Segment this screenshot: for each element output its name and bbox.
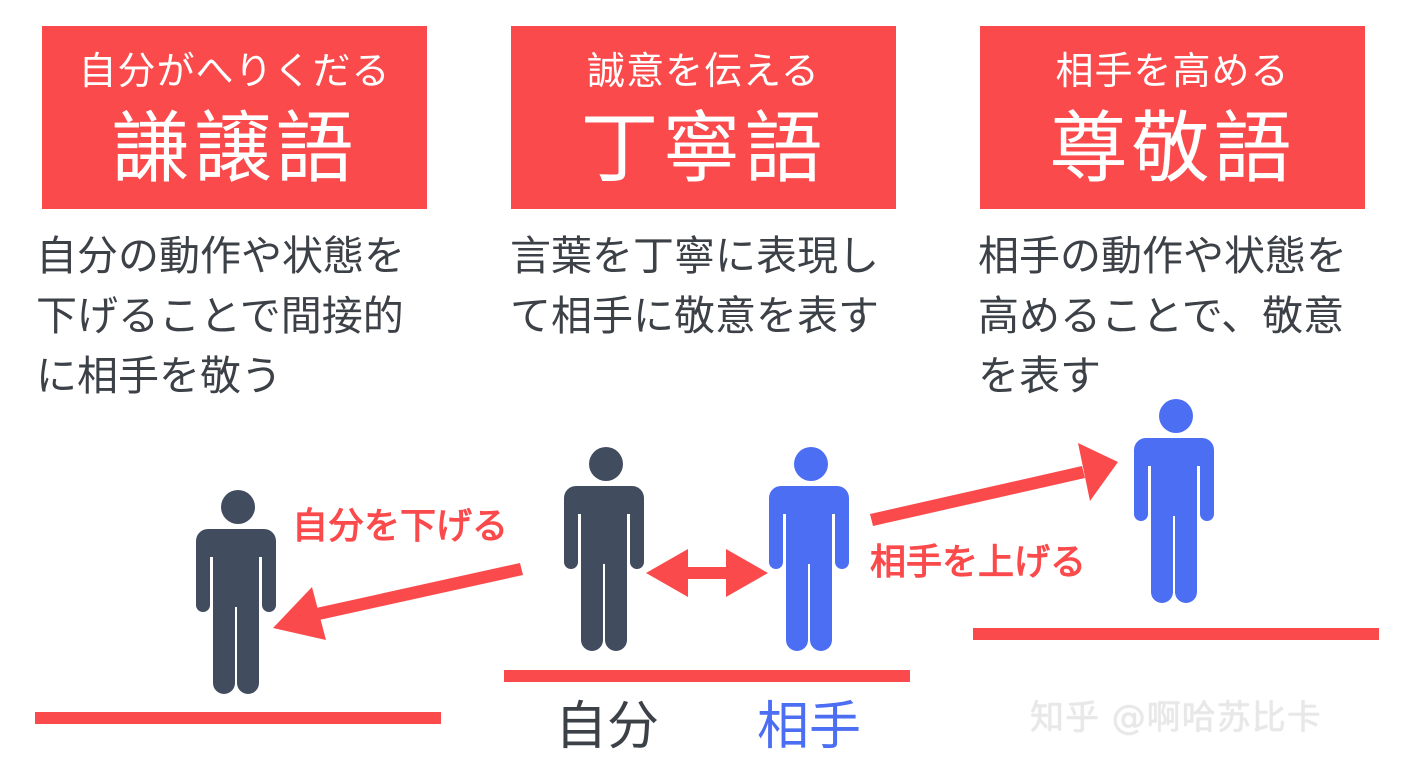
description-line: 自分の動作や状態を (36, 232, 405, 280)
description-line: 相手の動作や状態を (978, 232, 1347, 280)
description-teineigo: 言葉を丁寧に表現し て相手に敬意を表す (510, 226, 879, 346)
double-arrow-icon (646, 549, 768, 597)
header-subtitle: 自分がへりくだる (78, 49, 391, 93)
header-title: 謙譲語 (111, 104, 358, 194)
description-kenjougo: 自分の動作や状態を 下げることで間接的 に相手を敬う (36, 226, 405, 406)
person-icon (196, 490, 276, 694)
header-title: 丁寧語 (580, 104, 827, 194)
description-line: て相手に敬意を表す (510, 292, 879, 340)
header-kenjougo: 自分がへりくだる 謙譲語 (42, 26, 427, 209)
header-subtitle: 相手を高める (1055, 49, 1290, 93)
floor-raised (973, 628, 1379, 640)
description-line: を表す (978, 352, 1101, 400)
lower-arrow-icon (273, 563, 523, 640)
raise-arrow-icon (870, 443, 1118, 526)
header-subtitle: 誠意を伝える (587, 49, 820, 93)
person-icon (769, 447, 849, 651)
description-line: 下げることで間接的 (36, 292, 404, 340)
description-line: に相手を敬う (36, 352, 282, 400)
person-icon (1134, 399, 1214, 603)
partner-label: 相手 (757, 697, 862, 757)
header-sonkeigo: 相手を高める 尊敬語 (980, 26, 1365, 209)
self-label: 自分 (555, 697, 660, 757)
floor-lowered (35, 712, 441, 724)
header-title: 尊敬語 (1049, 104, 1296, 194)
header-teineigo: 誠意を伝える 丁寧語 (511, 26, 896, 209)
description-line: 言葉を丁寧に表現し (510, 232, 879, 280)
watermark: 知乎 @啊哈苏比卡 (1030, 698, 1322, 738)
person-icon (564, 447, 644, 651)
description-sonkeigo: 相手の動作や状態を 高めることで、敬意 を表す (978, 226, 1347, 406)
lower-self-label: 自分を下げる (292, 506, 509, 547)
floor-level (504, 670, 910, 682)
raise-partner-label: 相手を上げる (870, 542, 1087, 583)
description-line: 高めることで、敬意 (978, 292, 1345, 340)
